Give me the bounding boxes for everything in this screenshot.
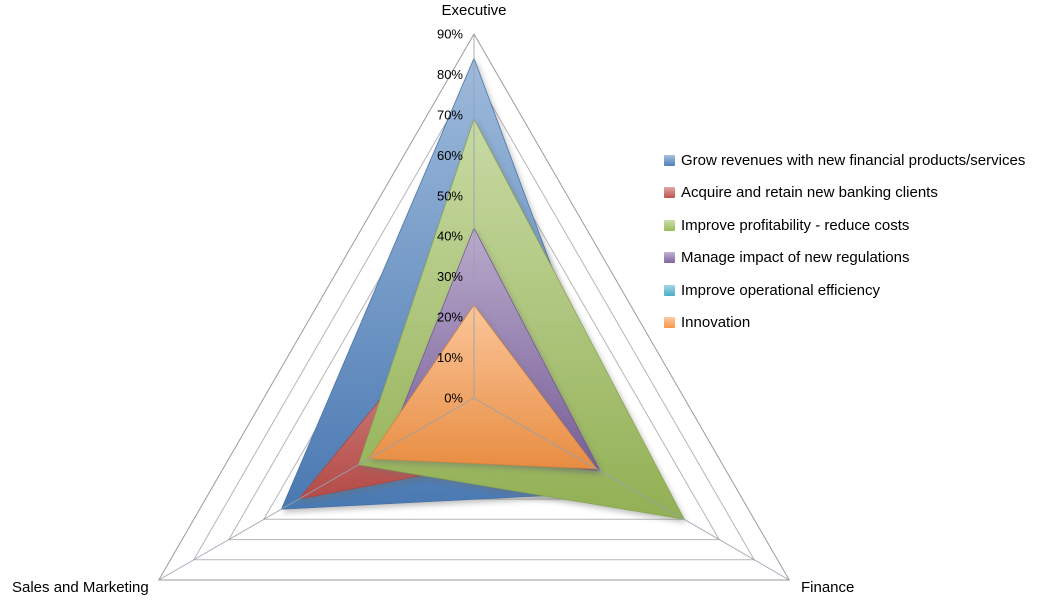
axis-label-finance: Finance — [801, 579, 855, 596]
legend-label: Improve profitability - reduce costs — [681, 216, 910, 234]
legend-marker-icon — [664, 187, 675, 199]
tick-label-50: 50% — [437, 188, 463, 203]
gridline-ring — [192, 73, 756, 561]
legend-item-4: Manage impact of new regulations — [664, 242, 1025, 275]
legend-marker-icon — [664, 154, 675, 166]
legend: Grow revenues with new financial product… — [664, 144, 1025, 339]
axis-spoke-sales-and-marketing — [158, 397, 475, 581]
legend-item-6: Innovation — [664, 307, 1025, 340]
axis-spoke-finance — [473, 397, 790, 581]
legend-item-2: Acquire and retain new banking clients — [664, 177, 1025, 210]
legend-label: Manage impact of new regulations — [681, 249, 910, 267]
legend-label: Improve operational efficiency — [681, 281, 880, 299]
tick-label-20: 20% — [437, 310, 463, 325]
tick-label-80: 80% — [437, 67, 463, 82]
gridline-ring — [227, 113, 721, 541]
axis-label-executive: Executive — [441, 2, 507, 19]
legend-item-5: Improve operational efficiency — [664, 274, 1025, 307]
tick-label-60: 60% — [437, 148, 463, 163]
tick-label-0: 0% — [444, 391, 463, 406]
tick-label-40: 40% — [437, 229, 463, 244]
legend-marker-icon — [664, 252, 675, 264]
legend-label: Innovation — [681, 314, 751, 332]
legend-item-3: Improve profitability - reduce costs — [664, 209, 1025, 242]
legend-marker-icon — [664, 219, 675, 231]
legend-marker-icon — [664, 317, 675, 329]
series-polygon-6 — [368, 304, 598, 470]
legend-marker-icon — [664, 284, 675, 296]
tick-label-10: 10% — [437, 350, 463, 365]
legend-item-1: Grow revenues with new financial product… — [664, 144, 1025, 177]
axis-label-sales-and-marketing: Sales and Marketing — [12, 579, 149, 596]
legend-label: Grow revenues with new financial product… — [681, 151, 1026, 169]
legend-label: Acquire and retain new banking clients — [681, 184, 938, 202]
tick-label-90: 90% — [437, 27, 463, 42]
tick-label-70: 70% — [437, 107, 463, 122]
tick-label-30: 30% — [437, 269, 463, 284]
outer-gridline-triangle — [157, 32, 791, 581]
